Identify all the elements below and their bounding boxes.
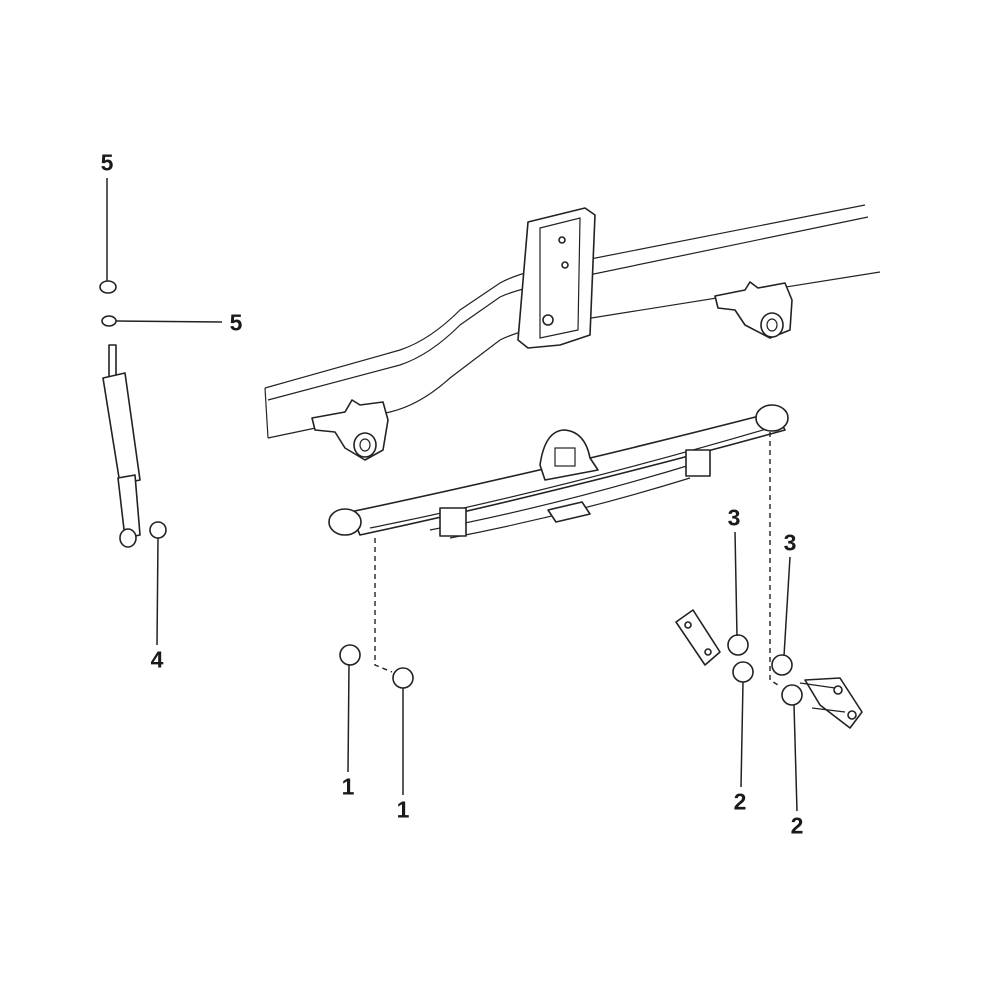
assembly-guide-front — [374, 538, 393, 673]
callout-5-nut: 5 — [100, 149, 114, 176]
nuts — [99, 280, 117, 327]
front-spring-hanger — [311, 399, 389, 461]
assembly-guide-rear — [769, 432, 779, 686]
leaf-spring — [328, 404, 789, 539]
callout-3a: 3 — [727, 504, 741, 531]
shackle-plates — [675, 609, 863, 729]
callout-4: 4 — [150, 646, 164, 673]
bushings — [339, 634, 803, 706]
callout-1b: 1 — [396, 796, 410, 823]
callout-2a: 2 — [733, 788, 747, 815]
spring-hanger-bracket — [517, 207, 596, 349]
rear-spring-hanger — [714, 281, 793, 339]
callout-1a: 1 — [341, 773, 355, 800]
leader-lines — [106, 178, 798, 812]
callout-2b: 2 — [790, 812, 804, 839]
callout-5-washer: 5 — [229, 309, 243, 336]
callout-3b: 3 — [783, 529, 797, 556]
shock-bushing — [149, 521, 167, 539]
shock-absorber — [102, 344, 141, 548]
